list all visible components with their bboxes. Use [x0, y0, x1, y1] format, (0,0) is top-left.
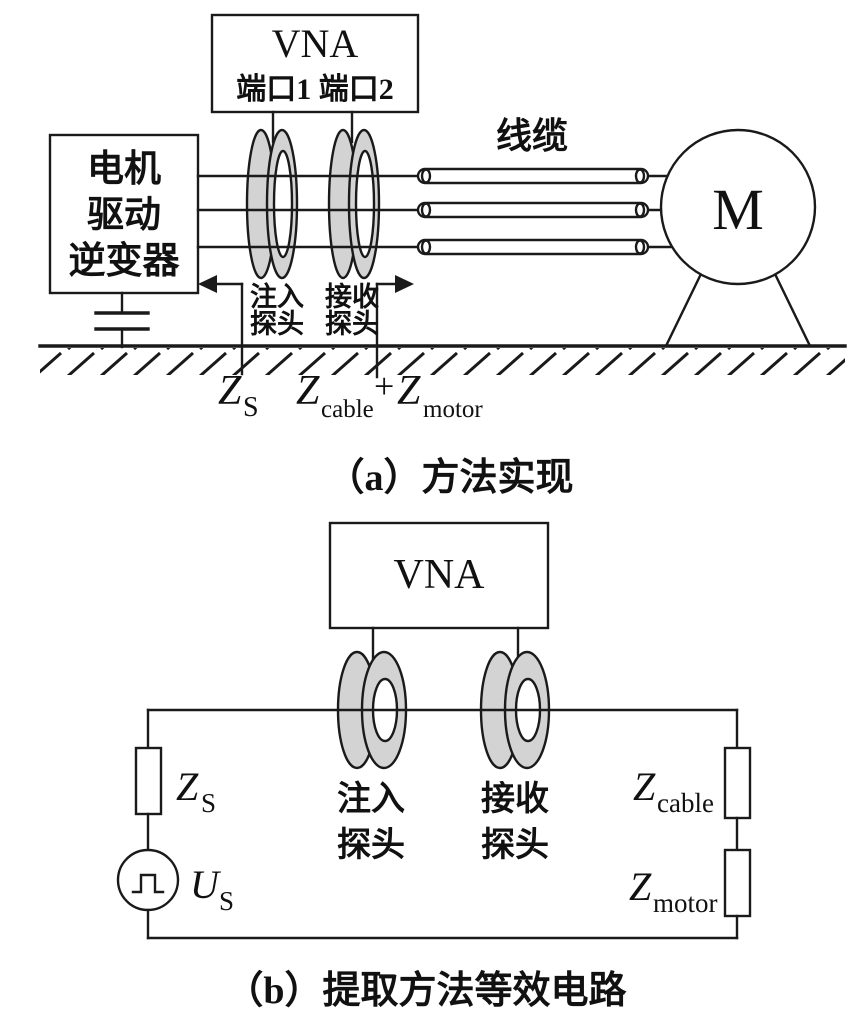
- diagram-a: VNA 端口1 端口2 电机 驱动 逆变器: [38, 13, 847, 499]
- zmotor-resistor: [723, 848, 752, 918]
- inverter-label-line1: 电机: [87, 148, 161, 190]
- svg-text:cable: cable: [321, 396, 374, 423]
- receiving-probe-label-line1: 接收: [325, 282, 379, 312]
- injection-probe-label-b-line2: 探头: [337, 826, 405, 864]
- inverter-label-line3: 逆变器: [69, 240, 181, 282]
- cable-segment: [416, 167, 650, 185]
- svg-text:S: S: [243, 392, 259, 423]
- inverter-box: [48, 133, 200, 295]
- pulse-source-icon: [116, 848, 180, 912]
- pulse-waveform-icon: [131, 873, 165, 894]
- svg-text:Z: Z: [218, 368, 242, 414]
- load-impedance-marker: [375, 275, 414, 379]
- vna-title-b: VNA: [394, 552, 486, 598]
- vna-box-a: [210, 13, 420, 114]
- zmotor-label: Z motor: [629, 864, 718, 918]
- diagram-b: VNA Z: [116, 521, 752, 1012]
- cable-segment: [416, 201, 650, 219]
- receiving-probe-label-b-line2: 探头: [481, 826, 549, 864]
- us-label: U S: [190, 862, 234, 916]
- cable-label: 线缆: [496, 116, 568, 156]
- capacitor-icon: [94, 291, 150, 349]
- vna-box-b: [328, 521, 550, 630]
- caption-a: （a）方法实现: [326, 457, 573, 499]
- injection-probe-label-b-line1: 注入: [337, 780, 405, 818]
- zs-resistor: [134, 746, 163, 816]
- svg-text:S: S: [201, 788, 216, 818]
- motor-leg-right: [774, 274, 812, 348]
- motor-icon: [659, 128, 817, 286]
- svg-text:cable: cable: [657, 788, 714, 818]
- zs-label-a: Z S: [218, 368, 259, 423]
- motor-label: M: [712, 177, 764, 242]
- svg-text:Z: Z: [296, 368, 320, 414]
- receiving-probe-label-line2: 探头: [325, 309, 379, 339]
- vna-ports-label: 端口1 端口2: [236, 73, 394, 106]
- svg-text:Z: Z: [176, 764, 199, 809]
- motor-leg-left: [664, 274, 702, 348]
- zs-label-b: Z S: [176, 764, 216, 818]
- inverter-label-line2: 驱动: [87, 195, 161, 236]
- svg-text:Z: Z: [397, 368, 421, 414]
- svg-text:+: +: [374, 366, 394, 406]
- vna-title-a: VNA: [272, 21, 359, 66]
- source-impedance-marker: [198, 275, 244, 376]
- zcable-label: Z cable: [633, 764, 714, 818]
- svg-text:motor: motor: [653, 888, 718, 918]
- svg-text:Z: Z: [629, 864, 652, 909]
- zcable-resistor: [723, 746, 752, 820]
- svg-text:Z: Z: [633, 764, 656, 809]
- svg-text:motor: motor: [423, 396, 483, 423]
- receiving-probe-label-b-line1: 接收: [481, 780, 549, 818]
- injection-probe-label-line2: 探头: [250, 309, 304, 339]
- zsum-label: Z cable + Z motor: [296, 366, 483, 423]
- receiving-probe-icon-a: [327, 128, 381, 280]
- svg-text:U: U: [190, 862, 222, 907]
- svg-text:S: S: [219, 886, 234, 916]
- injection-probe-label-line1: 注入: [250, 281, 304, 312]
- injection-probe-icon-a: [245, 128, 299, 280]
- caption-b: （b）提取方法等效电路: [225, 970, 627, 1012]
- ground-hatch: [40, 348, 845, 375]
- cable-segment: [416, 238, 650, 256]
